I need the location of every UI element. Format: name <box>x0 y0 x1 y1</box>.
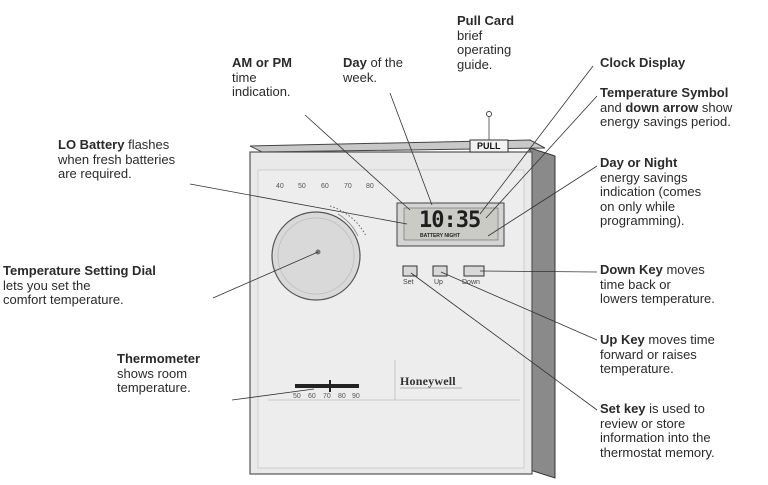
label-up-key: Up Key moves time forward or raises temp… <box>600 332 715 376</box>
clock-display-title: Clock Display <box>600 55 686 70</box>
leader-set-key <box>410 272 598 411</box>
leader-clock <box>479 65 594 215</box>
label-day-or-night: Day or Night energy savings indication (… <box>600 155 702 228</box>
device-side <box>529 147 556 479</box>
day-or-night-title: Day or Night <box>600 155 678 170</box>
label-thermometer: Thermometer shows room temperature. <box>117 351 201 395</box>
dial-scale-50: 50 <box>298 183 306 190</box>
thermo-scale-60: 60 <box>308 393 316 400</box>
temperature-symbol-title: Temperature Symbol <box>600 85 729 100</box>
up-key-label: Up <box>434 279 443 286</box>
brand-logo: Honeywell <box>400 374 456 388</box>
lcd-time: 10:35 <box>419 208 481 233</box>
down-key-label: Down <box>462 279 480 286</box>
dial-scale-70: 70 <box>344 183 352 190</box>
lcd-indicators: BATTERY NIGHT <box>420 233 460 239</box>
pull-card-title: Pull Card <box>457 13 515 28</box>
up-key-title: Up Key <box>600 332 645 347</box>
set-key[interactable] <box>402 265 418 277</box>
down-key-title: Down Key <box>600 262 663 277</box>
temperature-dial[interactable] <box>271 211 361 301</box>
leader-dial <box>212 251 319 299</box>
leader-up-key <box>440 271 598 341</box>
thermometer-title: Thermometer <box>117 351 201 366</box>
leader-temp-symbol <box>485 95 598 219</box>
label-pull-card: Pull Card brief operating guide. <box>457 13 515 72</box>
leader-thermometer <box>231 388 315 401</box>
pull-tab-label: PULL <box>477 141 501 151</box>
leader-lo-battery <box>189 183 408 225</box>
lo-battery-title: LO Battery <box>58 137 125 152</box>
label-clock-display: Clock Display <box>600 55 686 71</box>
dial-scale-40: 40 <box>276 183 284 190</box>
temp-dial-title: Temperature Setting Dial <box>3 263 156 278</box>
lcd-screen <box>403 207 499 241</box>
label-down-key: Down Key moves time back or lowers tempe… <box>600 262 715 306</box>
am-pm-title: AM or PM <box>232 55 292 70</box>
thermo-scale-90: 90 <box>352 393 360 400</box>
dial-scale-60: 60 <box>321 183 329 190</box>
label-lo-battery: LO Battery flashes when fresh batteries … <box>58 137 176 181</box>
thermo-scale-70: 70 <box>323 393 331 400</box>
thermo-scale-50: 50 <box>293 393 301 400</box>
leader-day <box>389 92 433 206</box>
dial-scale-80: 80 <box>366 183 374 190</box>
set-key-title: Set key <box>600 401 646 416</box>
up-key[interactable] <box>432 265 448 277</box>
thermo-scale-80: 80 <box>338 393 346 400</box>
label-day-of-week: Day of the week. <box>343 55 403 85</box>
set-key-label: Set <box>403 279 414 286</box>
label-temp-dial: Temperature Setting Dial lets you set th… <box>3 263 156 307</box>
thermometer-scale <box>295 384 359 388</box>
label-set-key: Set key is used to review or store infor… <box>600 401 715 460</box>
label-am-pm: AM or PM time indication. <box>232 55 292 99</box>
leader-down-key <box>479 270 598 273</box>
leader-am-pm <box>304 114 411 211</box>
day-title: Day <box>343 55 367 70</box>
leader-day-night <box>487 165 598 237</box>
label-temperature-symbol: Temperature Symbol and down arrow show e… <box>600 85 733 129</box>
